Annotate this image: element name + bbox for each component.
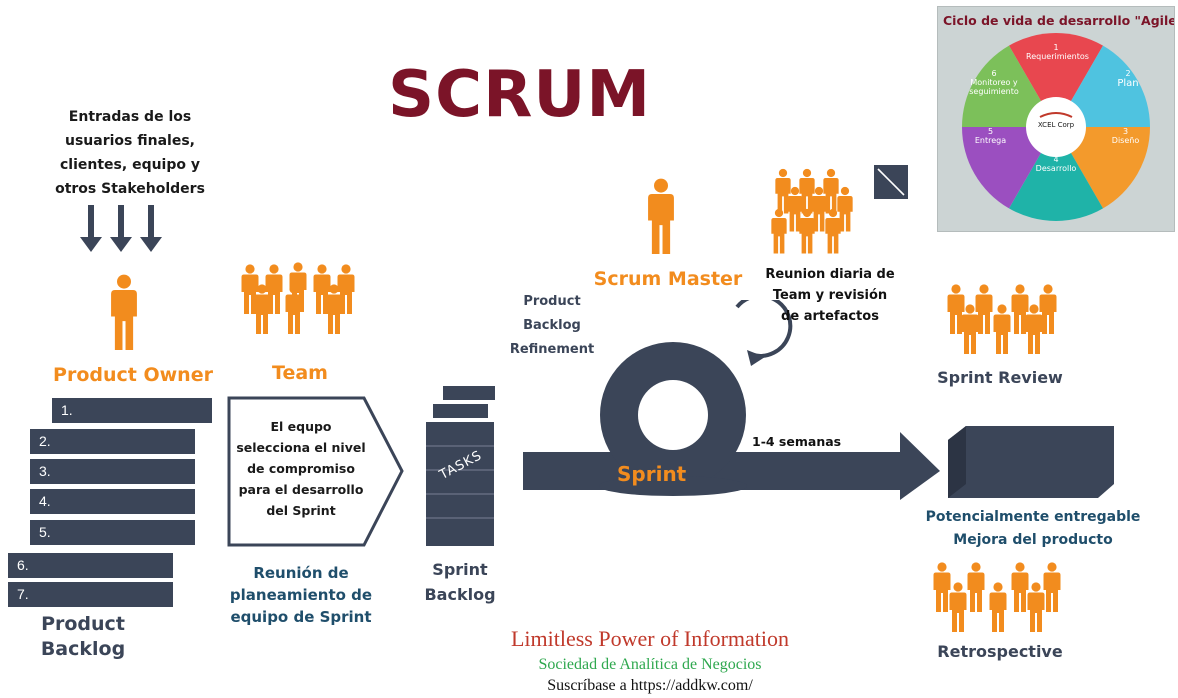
sprint-cycle-graphic — [523, 300, 940, 500]
increment-box — [948, 426, 1114, 498]
product-owner-label: Product Owner — [53, 364, 213, 386]
footer-organization: Sociedad de Analítica de Negocios — [538, 656, 762, 673]
agile-segment-4: 4 Desarrollo — [1035, 155, 1077, 173]
product-backlog-label: Product Backlog — [40, 613, 126, 660]
agile-center-label: XCEL Corp — [1037, 121, 1075, 129]
scrum-master-label: Scrum Master — [593, 268, 743, 290]
footer-tagline: Limitless Power of Information — [510, 626, 789, 651]
agile-segment-3: 3 Diseño — [1111, 127, 1140, 145]
retrospective-team-icon — [933, 562, 1061, 632]
backlog-item: 1. — [52, 398, 212, 423]
daily-meeting-label: Reunion diaria de Team y revisión de art… — [765, 267, 895, 324]
down-arrows-icon — [80, 205, 162, 252]
sprint-review-team-icon — [947, 284, 1057, 354]
retrospective-label: Retrospective — [937, 642, 1063, 661]
agile-cycle-wheel — [962, 33, 1150, 221]
tasks-stack — [426, 422, 494, 546]
duration-label: 1-4 semanas — [752, 434, 842, 449]
planning-meeting-label: Reunión de planeamiento de equipo de Spr… — [229, 564, 373, 626]
backlog-item: 7. — [8, 582, 173, 607]
backlog-item: 5. — [30, 520, 195, 545]
sprint-backlog-label: Sprint Backlog — [424, 560, 496, 604]
agile-segment-1: 1 Requerimientos — [1026, 43, 1089, 61]
sprint-label: Sprint — [617, 462, 687, 486]
backlog-item: 2. — [30, 429, 195, 454]
diagonal-square-icon — [874, 165, 908, 199]
commitment-arrow-shape — [227, 396, 404, 547]
daily-team-icon — [771, 168, 853, 254]
team-icon — [241, 262, 355, 334]
agile-segment-6: 6 Monitoreo y seguimiento — [969, 69, 1019, 96]
backlog-item: 3. — [30, 459, 195, 484]
backlog-item: 6. — [8, 553, 173, 578]
backlog-item: 4. — [30, 489, 195, 514]
backlog-refinement-label: Product Backlog Refinement — [509, 294, 595, 357]
sprint-backlog-card — [433, 404, 488, 418]
team-label: Team — [272, 362, 328, 384]
increment-label: Potencialmente entregable Mejora del pro… — [925, 509, 1141, 548]
agile-inset-title: Ciclo de vida de desarrollo "Agile — [943, 13, 1175, 28]
stakeholder-inputs-text: Entradas de los usuarios finales, client… — [55, 109, 205, 197]
page-title: SCRUM — [388, 58, 651, 132]
agile-segment-5: 5 Entrega — [974, 127, 1007, 145]
agile-lifecycle-inset: Ciclo de vida de desarrollo "Agile XCEL … — [937, 6, 1175, 232]
product-owner-person-icon — [111, 274, 137, 350]
sprint-backlog-card — [443, 386, 495, 400]
scrum-master-person-icon — [648, 178, 674, 254]
agile-segment-2: 2 Plan — [1117, 69, 1139, 89]
footer-subscribe-link[interactable]: Suscríbase a https://addkw.com/ — [547, 677, 753, 694]
commitment-text: El equpo selecciona el nivel de compromi… — [236, 419, 366, 518]
sprint-review-label: Sprint Review — [937, 368, 1063, 387]
